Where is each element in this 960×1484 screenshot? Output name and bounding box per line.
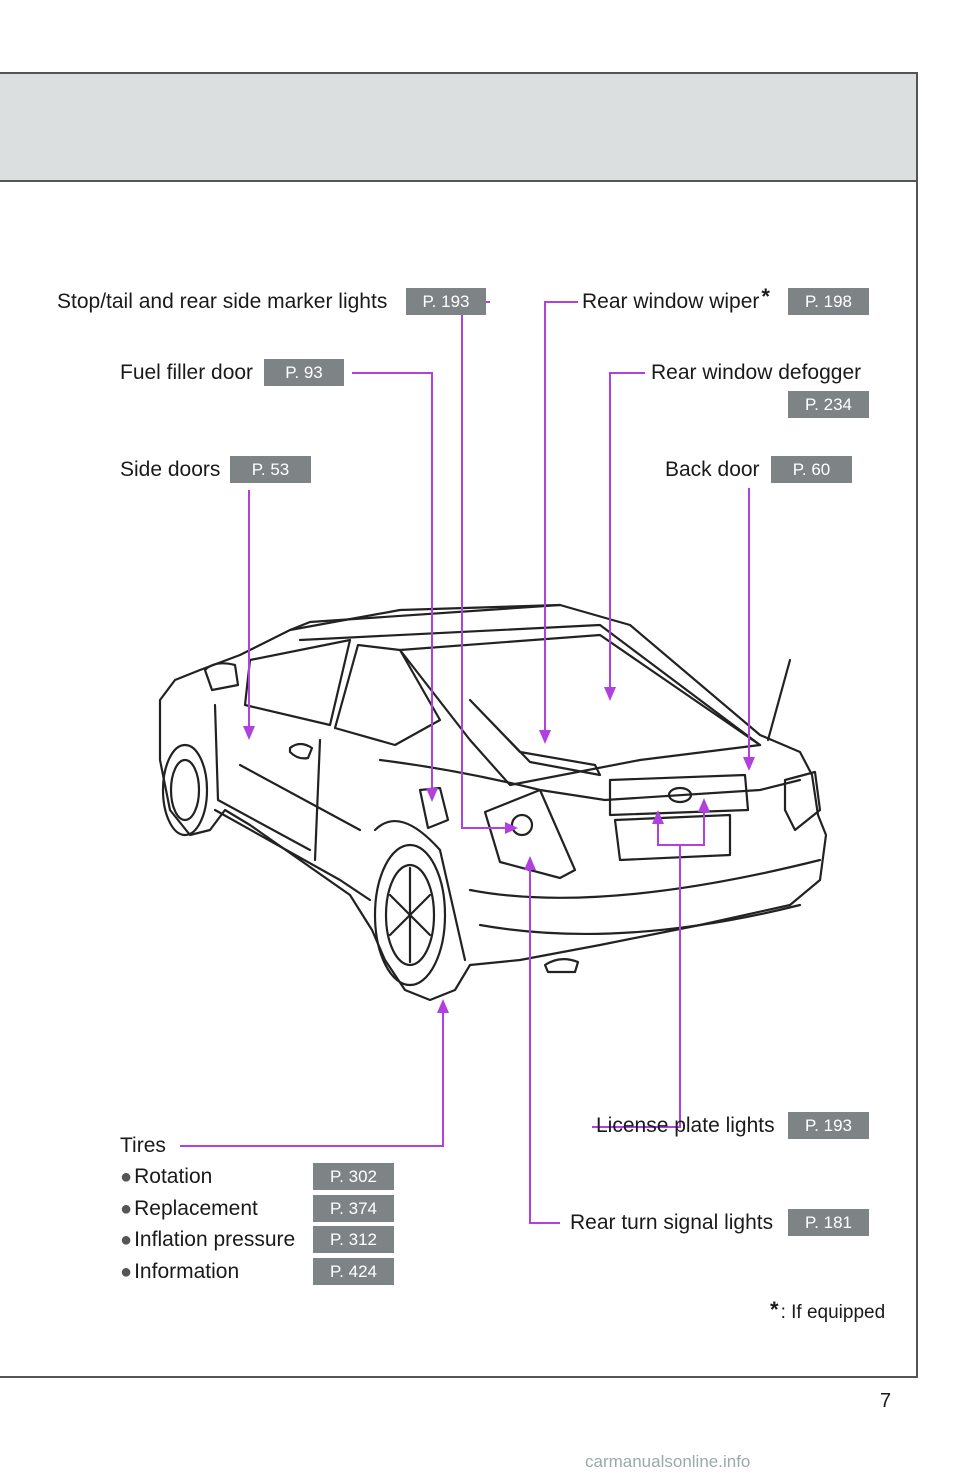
callout-lines <box>180 301 750 1224</box>
tires-item-information: ●Information <box>120 1259 239 1285</box>
footnote-text: : If equipped <box>780 1302 886 1323</box>
page-number: 7 <box>880 1390 892 1412</box>
side-doors-page-badge[interactable]: P. 53 <box>230 456 311 483</box>
fuel-filler-door-label: Fuel filler door <box>120 361 254 384</box>
license-plate-lights-page-badge[interactable]: P. 193 <box>788 1112 869 1139</box>
callout-line-tires <box>180 1005 444 1147</box>
tires-inflation-pressure-page-badge[interactable]: P. 312 <box>313 1226 394 1253</box>
tires-item-label: Information <box>134 1260 240 1283</box>
watermark: carmanualsonline.info <box>585 1452 751 1471</box>
tires-item-label: Rotation <box>134 1165 213 1188</box>
stop-tail-lights-label: Stop/tail and rear side marker lights <box>57 290 388 313</box>
callout-line-rear-defogger <box>609 372 645 695</box>
bullet-icon: ● <box>120 1261 133 1283</box>
rear-window-wiper-label-row: Rear window wiper* <box>582 284 770 315</box>
rear-turn-signal-lights-label: Rear turn signal lights <box>570 1211 774 1234</box>
tires-item-label: Replacement <box>134 1197 258 1220</box>
rear-window-defogger-page-badge[interactable]: P. 234 <box>788 391 869 418</box>
tires-rotation-page-badge[interactable]: P. 302 <box>313 1163 394 1190</box>
if-equipped-footnote: *: If equipped <box>770 1297 886 1324</box>
asterisk-icon: * <box>761 284 770 309</box>
rear-window-defogger-label: Rear window defogger <box>651 361 862 384</box>
asterisk-icon: * <box>770 1297 779 1322</box>
tires-replacement-page-badge[interactable]: P. 374 <box>313 1195 394 1222</box>
callout-line-rear-wiper <box>544 301 578 738</box>
tires-item-replacement: ●Replacement <box>120 1196 258 1222</box>
side-doors-label: Side doors <box>120 458 221 481</box>
license-plate-lights-label: License plate lights <box>596 1114 775 1137</box>
page-frame <box>0 72 918 1378</box>
rear-window-wiper-page-badge[interactable]: P. 198 <box>788 288 869 315</box>
car-rear-view-drawing <box>158 603 828 1002</box>
bullet-icon: ● <box>120 1198 133 1220</box>
callout-line-rear-turn <box>529 862 560 1224</box>
tires-item-rotation: ●Rotation <box>120 1164 212 1190</box>
callout-line-fuel-filler <box>352 372 433 790</box>
callout-line-license-plate <box>592 808 705 1128</box>
section-header-band <box>0 72 918 182</box>
stop-tail-lights-page-badge[interactable]: P. 193 <box>406 288 486 315</box>
bullet-icon: ● <box>120 1229 133 1251</box>
tires-information-page-badge[interactable]: P. 424 <box>313 1258 394 1285</box>
tires-item-label: Inflation pressure <box>134 1228 296 1251</box>
back-door-page-badge[interactable]: P. 60 <box>771 456 852 483</box>
tires-item-inflation-pressure: ●Inflation pressure <box>120 1227 295 1253</box>
fuel-filler-door-page-badge[interactable]: P. 93 <box>264 359 344 386</box>
bullet-icon: ● <box>120 1166 133 1188</box>
back-door-label: Back door <box>665 458 760 481</box>
rear-window-wiper-label: Rear window wiper <box>582 290 760 313</box>
callout-arrowheads <box>243 687 755 1013</box>
callout-line-stop-tail <box>461 301 505 829</box>
rear-turn-signal-lights-page-badge[interactable]: P. 181 <box>788 1209 869 1236</box>
tires-title: Tires <box>120 1134 166 1157</box>
